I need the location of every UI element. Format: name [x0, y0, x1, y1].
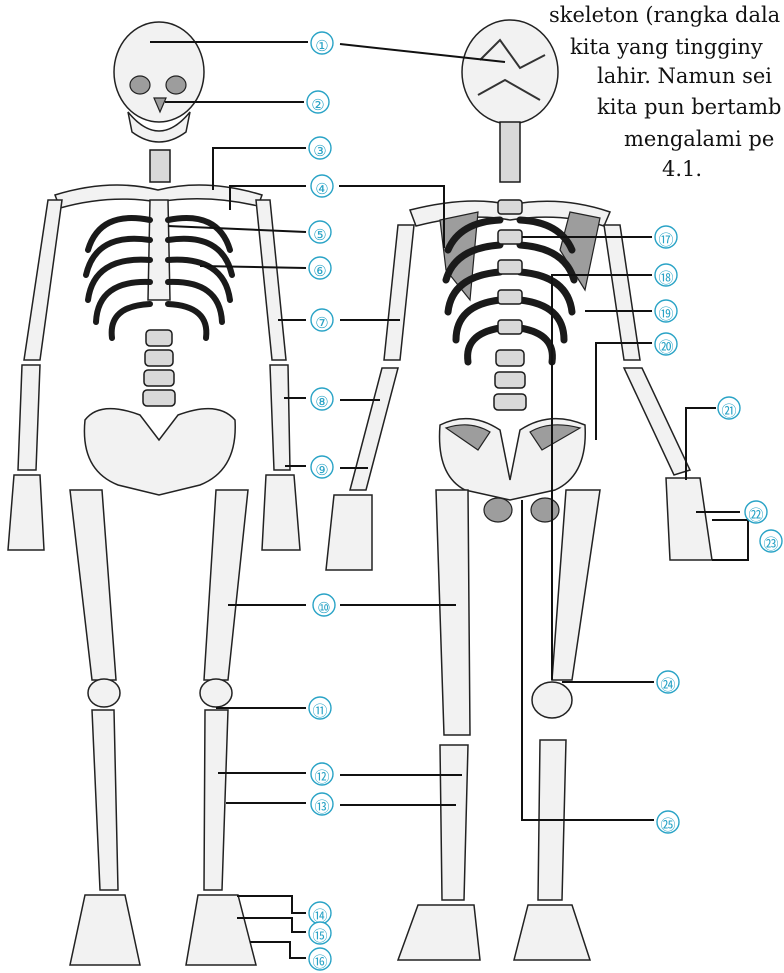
label-15: ⑮ [309, 922, 331, 945]
front-humerus-left [256, 200, 286, 360]
back-femur-right [436, 490, 470, 735]
front-femur-left [204, 490, 248, 680]
back-humerus-right [384, 225, 414, 360]
label-10: ⑩ [313, 594, 335, 617]
front-hand-right [8, 475, 44, 550]
label-13-text: ⑬ [314, 798, 329, 816]
back-skeleton [326, 20, 712, 960]
front-spine [143, 330, 175, 406]
label-1: ① [311, 32, 333, 55]
label-4-text: ④ [315, 180, 328, 198]
back-femur-left [552, 490, 600, 680]
label-5-text: ⑤ [313, 226, 326, 244]
back-hand-right [326, 495, 372, 570]
label-15-text: ⑮ [312, 927, 327, 945]
label-11-text: ⑪ [312, 702, 327, 720]
label-23: ㉓ [760, 530, 782, 553]
label-2: ② [307, 91, 329, 114]
label-2-text: ② [311, 96, 324, 114]
label-7: ⑦ [311, 309, 333, 332]
back-foot-right [398, 905, 480, 960]
label-20: ⑳ [655, 333, 677, 356]
label-3-text: ③ [313, 142, 326, 160]
label-5: ⑤ [309, 221, 331, 244]
label-21: ㉑ [718, 397, 740, 420]
label-25-text: ㉕ [660, 816, 675, 834]
front-ribcage [86, 200, 232, 338]
label-21-text: ㉑ [721, 402, 736, 420]
label-24: ㉔ [657, 671, 679, 694]
front-foot-left [186, 895, 256, 965]
label-8-text: ⑧ [315, 393, 328, 411]
label-22: ㉒ [745, 501, 767, 524]
label-6-text: ⑥ [313, 262, 326, 280]
label-19-text: ⑲ [658, 305, 673, 323]
front-skeleton [8, 22, 300, 965]
front-pelvis [84, 409, 235, 495]
label-16: ⑯ [309, 948, 331, 971]
label-24-text: ㉔ [660, 676, 675, 694]
label-7-text: ⑦ [315, 314, 328, 332]
label-19: ⑲ [655, 300, 677, 323]
label-13: ⑬ [311, 793, 333, 816]
label-10-text: ⑩ [317, 599, 330, 617]
back-hand-left [666, 478, 712, 560]
label-9-text: ⑨ [315, 461, 328, 479]
front-humerus-right [24, 200, 62, 360]
label-17: ⑰ [655, 226, 677, 249]
label-18: ⑱ [655, 264, 677, 287]
label-17-text: ⑰ [658, 231, 673, 249]
front-hand-left [262, 475, 300, 550]
label-25: ㉕ [657, 811, 679, 834]
back-scapula-left [560, 212, 600, 290]
label-12-text: ⑫ [314, 768, 329, 786]
label-16-text: ⑯ [312, 953, 327, 971]
label-3: ③ [309, 137, 331, 160]
front-femur-right [70, 490, 116, 680]
label-9: ⑨ [311, 456, 333, 479]
label-6: ⑥ [309, 257, 331, 280]
back-humerus-left [604, 225, 640, 360]
label-23-text: ㉓ [763, 535, 778, 553]
label-4: ④ [311, 175, 333, 198]
label-11: ⑪ [309, 697, 331, 720]
back-foot-left [514, 905, 590, 960]
back-skull [462, 20, 558, 124]
label-18-text: ⑱ [658, 269, 673, 287]
label-22-text: ㉒ [748, 506, 763, 524]
label-20-text: ⑳ [658, 338, 673, 356]
label-12: ⑫ [311, 763, 333, 786]
label-1-text: ① [315, 37, 328, 55]
label-8: ⑧ [311, 388, 333, 411]
back-spine [494, 200, 526, 410]
front-foot-right [70, 895, 140, 965]
